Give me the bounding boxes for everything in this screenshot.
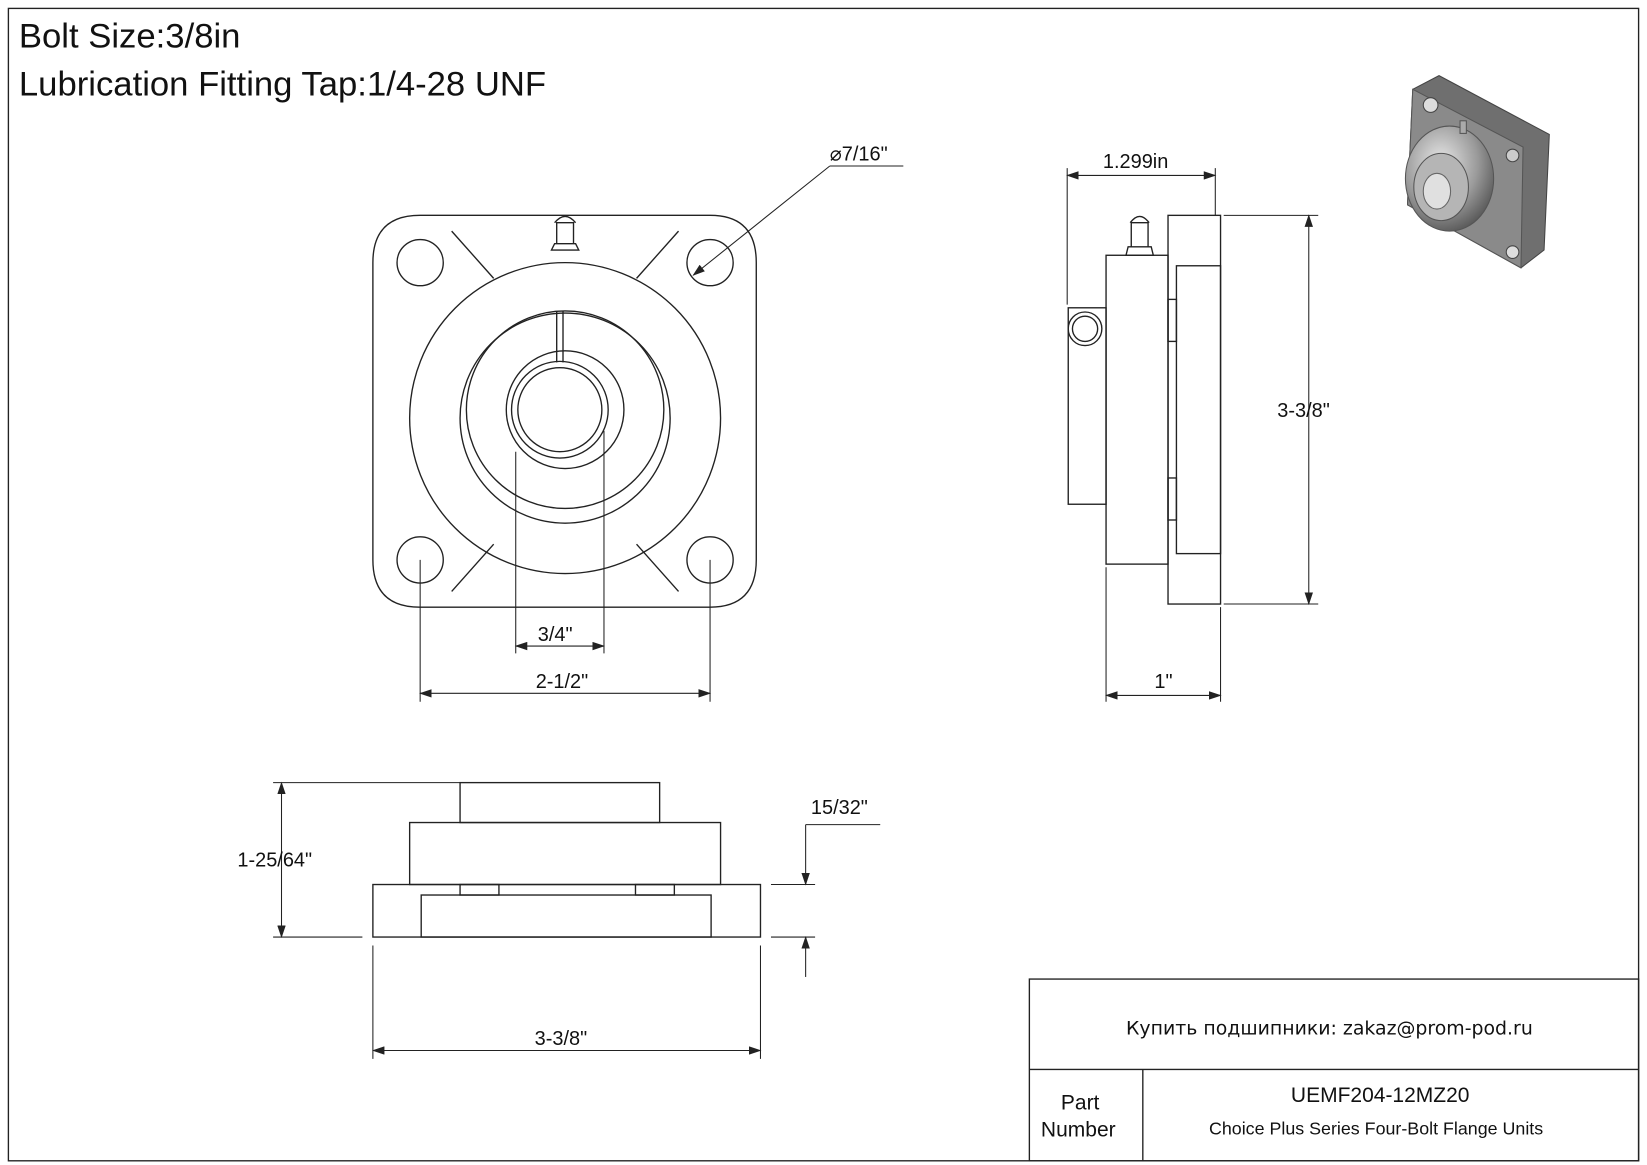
contact-text: Купить подшипники: zakaz@prom-pod.ru — [1126, 1018, 1533, 1040]
lubrication-label: Lubrication Fitting Tap:1/4-28 UNF — [19, 66, 546, 104]
title-block: Купить подшипники: zakaz@prom-pod.ru Par… — [1028, 978, 1640, 1162]
side-height-dimension: 3-3/8" — [1277, 400, 1330, 422]
bottom-width-dimension: 3-3/8" — [535, 1028, 588, 1050]
side-view: 1.299in 3-3/8" 1" — [1066, 151, 1330, 702]
bolt-size-label: Bolt Size:3/8in — [19, 17, 241, 55]
flange-thickness-dimension: 15/32" — [811, 797, 868, 819]
part-label-2: Number — [1041, 1119, 1116, 1142]
overall-length-dimension: 1.299in — [1103, 151, 1168, 173]
part-number: UEMF204-12MZ20 — [1291, 1084, 1470, 1107]
front-view: 3/4" 2-1/2" ⌀7/16" — [372, 144, 904, 702]
bore-dimension: 3/4" — [538, 624, 573, 646]
flange-width-dimension: 1" — [1154, 671, 1172, 693]
bottom-view: 1-25/64" 15/32" 3-3/8" — [237, 781, 881, 1059]
bolt-spacing-dimension: 2-1/2" — [536, 671, 589, 693]
bottom-height-dimension: 1-25/64" — [237, 850, 312, 872]
part-description: Choice Plus Series Four-Bolt Flange Unit… — [1209, 1119, 1543, 1139]
hole-diameter-dimension: ⌀7/16" — [830, 144, 888, 166]
part-label-1: Part — [1061, 1091, 1100, 1114]
sheet-border — [7, 7, 1640, 1162]
bearing-3d-render-icon — [1404, 75, 1550, 269]
